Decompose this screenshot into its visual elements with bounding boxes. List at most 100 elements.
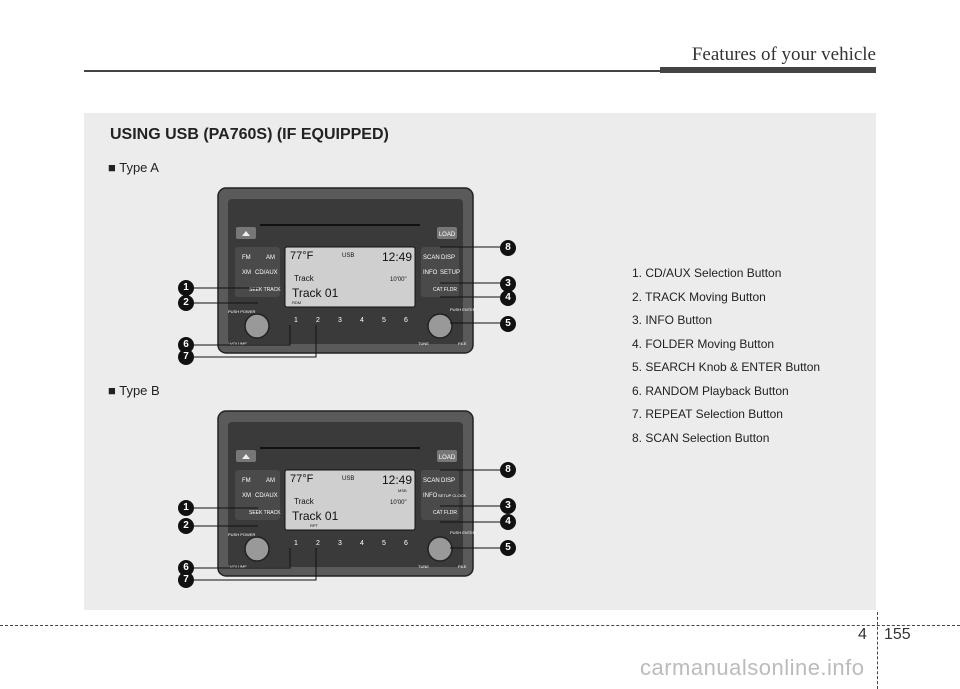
enter-label-b: PUSH ENTER: [450, 530, 476, 535]
type-b-label: ■ Type B: [108, 383, 160, 398]
section-title: USING USB (PA760S) (IF EQUIPPED): [110, 126, 389, 143]
watermark: carmanualsonline.info: [640, 655, 865, 680]
display-rdm: RDM: [292, 300, 301, 305]
setup-label: SETUP: [440, 270, 460, 276]
info-label: INFO: [423, 270, 438, 276]
display-track-time: 10'00": [390, 277, 407, 283]
am-label: AM: [266, 255, 275, 261]
callout-5-b: 5: [500, 540, 516, 556]
setup-clock-label-b: SETUP CLOCK: [438, 493, 466, 498]
preset-1: 1: [294, 317, 298, 324]
callout-5-a: 5: [500, 316, 516, 332]
callout-4-b: 4: [500, 514, 516, 530]
display-time: 12:49: [382, 250, 412, 264]
preset-3: 3: [338, 317, 342, 324]
legend-item: 7. REPEAT Selection Button: [632, 407, 783, 421]
preset-2: 2: [316, 317, 320, 324]
callout-7-a: 7: [178, 349, 194, 365]
scan-label-b: SCAN: [423, 478, 440, 484]
xm-label: XM: [242, 270, 251, 276]
enter-label: PUSH ENTER: [450, 307, 476, 312]
preset-row: 1 2 3 4 5 6: [294, 317, 408, 324]
volume-label: VOLUME: [230, 341, 247, 346]
info-label-b: INFO: [423, 493, 438, 499]
display-source-b: USB: [342, 476, 354, 482]
callout-1-a: 1: [178, 280, 194, 296]
display-track-label: Track: [294, 274, 315, 283]
callout-4-a: 4: [500, 290, 516, 306]
am-label-b: AM: [266, 478, 275, 484]
content-panel: [84, 113, 876, 610]
preset-5: 5: [382, 317, 386, 324]
page-number-divider: [877, 612, 878, 689]
display-track-label-b: Track: [294, 497, 315, 506]
load-label-b: LOAD: [439, 455, 456, 461]
display-track-time-b: 10'00": [390, 500, 407, 506]
seek-track-label: SEEK TRACK: [249, 287, 281, 293]
callout-1-b: 1: [178, 500, 194, 516]
legend-item: 5. SEARCH Knob & ENTER Button: [632, 360, 821, 374]
callout-3-a: 3: [500, 276, 516, 292]
callout-2-b: 2: [178, 518, 194, 534]
preset-4: 4: [360, 317, 364, 324]
header-rule: [84, 70, 876, 72]
callout-leaders-b: [194, 469, 500, 581]
fm-label-b: FM: [242, 478, 251, 484]
xm-label-b: XM: [242, 493, 251, 499]
callout-8-b: 8: [500, 462, 516, 478]
power-label-b: PUSH POWER: [228, 532, 255, 537]
legend-item: 4. FOLDER Moving Button: [632, 336, 775, 351]
seek-track-label-b: SEEK TRACK: [249, 510, 281, 516]
callout-leaders-a: [194, 246, 500, 358]
display-track-name-b: Track 01: [292, 509, 339, 523]
scan-label: SCAN: [423, 255, 440, 261]
load-button: [437, 227, 457, 239]
volume-knob: [244, 313, 270, 339]
preset-5-b: 5: [382, 540, 386, 547]
cat-fldr-label: CAT FLDR: [433, 287, 457, 293]
legend-item: 6. RANDOM Playback Button: [632, 383, 789, 398]
display-mode-b: MSB: [398, 488, 407, 493]
footer-rule: [0, 625, 960, 626]
tune-knob: [427, 313, 453, 339]
preset-1-b: 1: [294, 540, 298, 547]
legend-item: 1. CD/AUX Selection Button: [632, 266, 782, 280]
legend-item: 3. INFO Button: [632, 313, 713, 327]
file-label-b: FILE: [458, 564, 467, 569]
display-rpt-b: RPT: [310, 523, 319, 528]
cdaux-label: CD/AUX: [255, 270, 278, 276]
cdaux-label-b: CD/AUX: [255, 493, 278, 499]
power-label: PUSH POWER: [228, 309, 255, 314]
legend-item: 2. TRACK Moving Button: [632, 289, 766, 304]
display-track-name: Track 01: [292, 286, 339, 300]
type-a-label: ■ Type A: [108, 160, 159, 175]
page-header-title: Features of your vehicle: [691, 44, 876, 65]
tune-label: TUNE: [418, 341, 429, 346]
callout-7-b: 7: [178, 572, 194, 588]
preset-2-b: 2: [316, 540, 320, 547]
page-number: 155: [884, 626, 911, 643]
display-source: USB: [342, 253, 354, 259]
callout-2-a: 2: [178, 295, 194, 311]
preset-6-b: 6: [404, 540, 408, 547]
preset-row-b: 1 2 3 4 5 6: [294, 540, 408, 547]
legend-item: 8. SCAN Selection Button: [632, 430, 770, 445]
display-temp-b: 77°F: [290, 473, 314, 485]
load-label: LOAD: [439, 232, 456, 238]
radio-type-b: LOAD FM AM XM CD/AUX SEEK TRACK 77°F USB…: [194, 410, 500, 581]
preset-4-b: 4: [360, 540, 364, 547]
fm-label: FM: [242, 255, 251, 261]
display-time-b: 12:49: [382, 473, 412, 487]
preset-6: 6: [404, 317, 408, 324]
radio-type-a: LOAD FM AM XM CD/AUX SEEK TRACK 77°F USB…: [194, 187, 500, 358]
tune-label-b: TUNE: [418, 564, 429, 569]
callout-3-b: 3: [500, 498, 516, 514]
volume-label-b: VOLUME: [230, 564, 247, 569]
disp-label: DISP: [441, 255, 455, 261]
disp-label-b: DISP: [441, 478, 455, 484]
cat-fldr-label-b: CAT FLDR: [433, 510, 457, 516]
callout-8-a: 8: [500, 240, 516, 256]
header-rule-accent: [660, 67, 876, 73]
chapter-number: 4: [858, 626, 867, 643]
legend-list: 1. CD/AUX Selection Button 2. TRACK Movi…: [632, 266, 820, 454]
